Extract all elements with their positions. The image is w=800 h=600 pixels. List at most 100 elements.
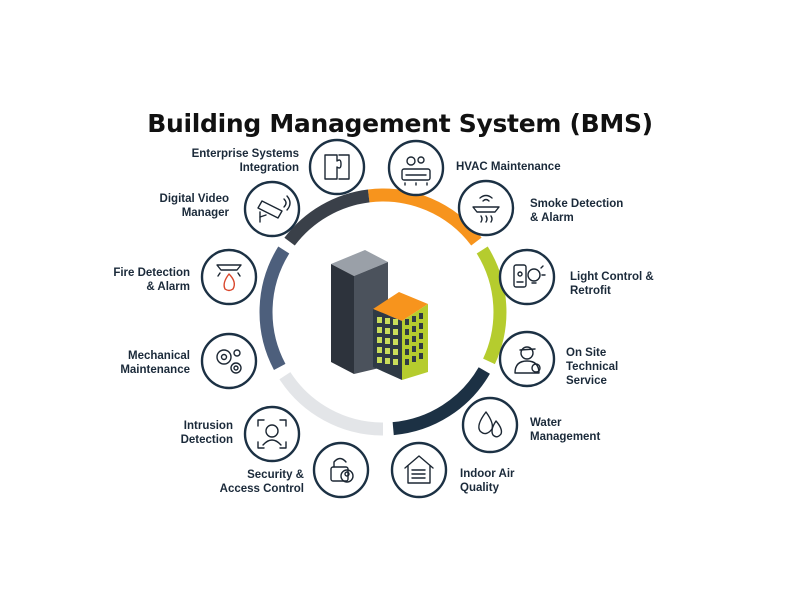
label-line: Indoor Air	[460, 468, 515, 480]
water-drop-icon	[478, 411, 503, 438]
window	[412, 346, 416, 352]
label-line: Retrofit	[570, 285, 611, 297]
tall-tower-roof	[331, 250, 388, 276]
window	[393, 339, 398, 345]
window	[405, 319, 409, 325]
window	[393, 319, 398, 325]
icon-circle	[243, 180, 301, 238]
label-line: Detection	[180, 434, 233, 446]
service-intrusion	[243, 405, 301, 463]
service-technical	[498, 330, 556, 388]
label-line: & Alarm	[530, 212, 574, 224]
label-line: Intrusion	[183, 420, 233, 432]
ring-arc-lime	[476, 246, 507, 365]
ring-arc-slate	[259, 246, 290, 370]
window	[412, 326, 416, 332]
diagram-title: Building Management System (BMS)	[147, 108, 653, 138]
smoke-detector-icon	[472, 194, 500, 223]
window	[419, 353, 423, 359]
window	[405, 349, 409, 355]
label-line: Technical	[566, 361, 619, 373]
building-illustration	[331, 250, 428, 380]
window	[419, 323, 423, 329]
label-line: Light Control &	[570, 271, 654, 283]
label-line: Integration	[239, 162, 299, 174]
label-line: Smoke Detection	[530, 198, 624, 210]
window	[393, 349, 398, 355]
window	[412, 356, 416, 362]
label-line: On Site	[566, 347, 607, 359]
tall-tower-left-face	[331, 264, 354, 374]
icon-circle	[461, 396, 519, 454]
label-line: Digital Video	[159, 193, 229, 205]
label-line: & Alarm	[146, 281, 190, 293]
window	[385, 348, 390, 354]
service-water	[461, 396, 519, 454]
label-line: Security &	[247, 469, 304, 481]
window	[419, 343, 423, 349]
window	[377, 337, 382, 343]
icon-circle	[200, 248, 258, 306]
window	[377, 357, 382, 363]
central-ring	[259, 188, 507, 436]
padlock-user-icon	[330, 457, 354, 483]
label-line: Access Control	[219, 483, 304, 495]
label-line: Management	[530, 431, 601, 443]
window	[405, 359, 409, 365]
label-line: Maintenance	[120, 364, 190, 376]
window	[412, 316, 416, 322]
face-scan-icon	[257, 419, 287, 449]
window	[405, 329, 409, 335]
label-line: Quality	[460, 482, 499, 494]
window	[419, 333, 423, 339]
label-line: Manager	[181, 207, 229, 219]
window	[419, 313, 423, 319]
window	[377, 327, 382, 333]
window	[393, 359, 398, 365]
icon-circle	[498, 248, 556, 306]
building-windows	[377, 313, 423, 365]
label-light: Light Control & Retrofit	[570, 270, 654, 298]
label-line: Service	[566, 375, 607, 387]
green-tower-roof	[373, 292, 428, 321]
window	[412, 336, 416, 342]
window	[385, 328, 390, 334]
smart-light-icon	[513, 264, 546, 288]
label-smoke: Smoke Detection & Alarm	[530, 197, 623, 225]
fire-alarm-icon	[216, 264, 242, 292]
label-line: HVAC Maintenance	[456, 161, 561, 173]
service-hvac	[387, 139, 445, 197]
house-airflow-icon	[404, 455, 434, 484]
label-security: Security & Access Control	[220, 468, 304, 496]
icon-circle	[243, 405, 301, 463]
label-fire: Fire Detection& Alarm	[113, 266, 190, 294]
icon-circle	[457, 179, 515, 237]
icon-circle	[387, 139, 445, 197]
service-icons	[200, 138, 556, 499]
window	[393, 329, 398, 335]
ring-arc-light-gray	[279, 372, 384, 436]
technician-icon	[514, 346, 541, 374]
window	[385, 318, 390, 324]
service-air	[390, 441, 448, 499]
ring-arc-dark-gray	[284, 189, 370, 246]
service-mechanical	[200, 332, 258, 390]
service-enterprise	[308, 138, 366, 196]
service-smoke	[457, 179, 515, 237]
puzzle-icon	[324, 154, 350, 180]
cctv-camera-icon	[257, 195, 291, 223]
label-line: Mechanical	[128, 350, 190, 362]
gears-icon	[216, 349, 242, 374]
service-video	[243, 180, 301, 238]
window	[385, 358, 390, 364]
window	[405, 339, 409, 345]
label-hvac: HVAC Maintenance	[456, 160, 561, 174]
